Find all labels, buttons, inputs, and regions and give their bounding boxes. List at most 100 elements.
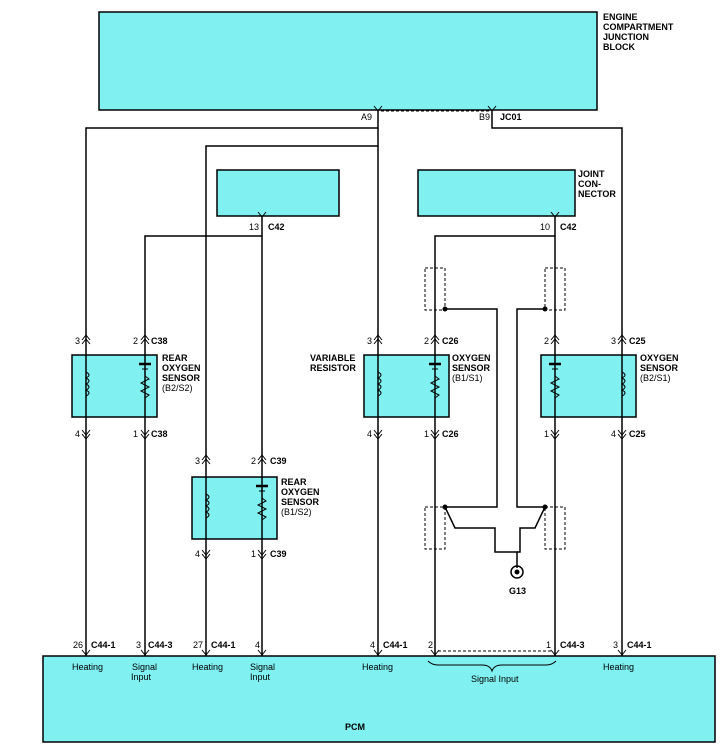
pcm-connector-c44-1-d: C44-1 xyxy=(627,640,652,650)
pcm-pin-27: 27 xyxy=(193,640,203,650)
pin-13: 13 xyxy=(249,222,259,232)
connector-chevrons xyxy=(81,105,627,656)
pcm-pin-3a: 3 xyxy=(136,640,141,650)
rear-o2-b2s2-label-2: OXYGEN xyxy=(162,363,201,373)
c25-pin-4: 4 xyxy=(611,429,616,439)
pcm-func-signal-group: Signal Input xyxy=(471,674,519,684)
pcm-func-heating-1: Heating xyxy=(72,662,103,672)
pcm-pin-3b: 3 xyxy=(613,640,618,650)
engine-compartment-junction-block xyxy=(98,11,598,111)
joint-connector-label-1: JOINT xyxy=(578,169,605,179)
pcm-func-signal-2a: Signal xyxy=(250,662,275,672)
pcm-func-heating-2: Heating xyxy=(192,662,223,672)
connector-c25-top: C25 xyxy=(629,336,646,346)
ground-wire-left xyxy=(444,506,518,568)
o2-b1s1-label-2: SENSOR xyxy=(452,363,491,373)
ground-icon xyxy=(510,565,524,579)
junction-block-label-3: JUNCTION xyxy=(603,32,649,42)
connector-c38-bottom: C38 xyxy=(151,429,168,439)
variable-resistor-label-1: VARIABLE xyxy=(310,353,355,363)
sensor-cell-icon xyxy=(139,362,151,399)
pcm-connector-c44-1-b: C44-1 xyxy=(211,640,236,650)
variable-resistor-label-2: RESISTOR xyxy=(310,363,356,373)
c38-pin-2: 2 xyxy=(133,336,138,346)
shield-top-left xyxy=(424,267,446,311)
o2-b2s1-label-2: SENSOR xyxy=(640,363,679,373)
pcm-pin-26: 26 xyxy=(73,640,83,650)
rear-o2-b1s2-label-1: REAR xyxy=(281,477,307,487)
pcm-pin-2: 2 xyxy=(428,640,433,650)
connector-c42-right: C42 xyxy=(560,222,577,232)
c26-pin-4: 4 xyxy=(367,429,372,439)
c26-pin-3: 3 xyxy=(367,336,372,346)
pcm-func-heating-3: Heating xyxy=(362,662,393,672)
o2-b1s1-label-1: OXYGEN xyxy=(452,353,491,363)
ground-wire-right xyxy=(517,506,546,553)
ground-icon-dot xyxy=(514,569,520,575)
pcm-func-signal-1b: Input xyxy=(131,672,152,682)
wire-c42-10-to-c26-2 xyxy=(434,216,556,336)
connector-c26-top: C26 xyxy=(442,336,459,346)
shield-drain-left xyxy=(445,308,498,508)
sensor-cell-icon xyxy=(429,362,441,399)
pin-b9: B9 xyxy=(479,112,490,122)
joint-connector-label-3: NECTOR xyxy=(578,189,616,199)
c38-pin-1: 1 xyxy=(133,429,138,439)
junction-block-label-4: BLOCK xyxy=(603,42,635,52)
pcm-label: PCM xyxy=(345,722,365,732)
pin-a9: A9 xyxy=(361,112,372,122)
connector-c39-bottom: C39 xyxy=(270,549,287,559)
pcm-pin-4b: 4 xyxy=(370,640,375,650)
sensor-symbols xyxy=(84,362,626,521)
connector-c39-top: C39 xyxy=(270,456,287,466)
c38-pin-4: 4 xyxy=(75,429,80,439)
signal-input-brace xyxy=(427,660,557,673)
pin-10: 10 xyxy=(540,222,550,232)
heater-coil-icon xyxy=(376,371,382,397)
joint-connector-box xyxy=(417,169,576,217)
joint-connector-label-2: CON- xyxy=(578,179,601,189)
c25-pin-2: 2 xyxy=(544,336,549,346)
shield-drain-right xyxy=(516,308,545,508)
pcm-func-signal-1a: Signal xyxy=(132,662,157,672)
c38-pin-3: 3 xyxy=(75,336,80,346)
c25-pin-3: 3 xyxy=(611,336,616,346)
heater-coil-icon xyxy=(84,371,90,397)
pcm-connector-c44-1-a: C44-1 xyxy=(91,640,116,650)
junction-block-label-1: ENGINE xyxy=(603,12,638,22)
pcm-connector-c44-3-a: C44-3 xyxy=(148,640,173,650)
heater-coil-icon xyxy=(620,371,626,397)
c26-pin-1: 1 xyxy=(424,429,429,439)
rear-o2-b2s2-label-3: SENSOR xyxy=(162,373,201,383)
connector-c25-bottom: C25 xyxy=(629,429,646,439)
c39-pin-1: 1 xyxy=(251,549,256,559)
rear-o2-b2s2-label-4: (B2/S2) xyxy=(162,383,193,393)
pcm-pin-4a: 4 xyxy=(255,640,260,650)
shield-top-right xyxy=(544,267,566,311)
c39-pin-4: 4 xyxy=(195,549,200,559)
heater-coil-icon xyxy=(204,493,210,519)
connector-c26-bottom: C26 xyxy=(442,429,459,439)
sensor-cell-icon xyxy=(549,362,561,399)
pcm-pin-1: 1 xyxy=(546,640,551,650)
junction-block-label-2: COMPARTMENT xyxy=(603,22,674,32)
pcm-func-heating-4: Heating xyxy=(603,662,634,672)
rear-o2-b1s2-label-2: OXYGEN xyxy=(281,487,320,497)
wire-a9-to-c39-3 xyxy=(205,128,379,456)
rear-o2-b2s2-label-1: REAR xyxy=(162,353,188,363)
connector-jc01: JC01 xyxy=(500,112,522,122)
wire-b9-to-c25-3 xyxy=(491,110,623,336)
rear-o2-b1s2-label-3: SENSOR xyxy=(281,497,320,507)
splice-box-c42-left xyxy=(216,169,340,217)
pcm-connector-c44-3-b: C44-3 xyxy=(560,640,585,650)
o2-b1s1-label-3: (B1/S1) xyxy=(452,373,483,383)
o2-b2s1-label-3: (B2/S1) xyxy=(640,373,671,383)
rear-o2-b1s2-label-4: (B1/S2) xyxy=(281,507,312,517)
c25-pin-1: 1 xyxy=(544,429,549,439)
pcm-func-signal-2b: Input xyxy=(250,672,271,682)
wire-c42-13-to-c38-2 xyxy=(144,216,263,336)
pcm-connector-c44-1-c: C44-1 xyxy=(383,640,408,650)
pcm-box xyxy=(42,655,716,743)
connector-c42-left: C42 xyxy=(268,222,285,232)
ground-label: G13 xyxy=(509,586,526,596)
